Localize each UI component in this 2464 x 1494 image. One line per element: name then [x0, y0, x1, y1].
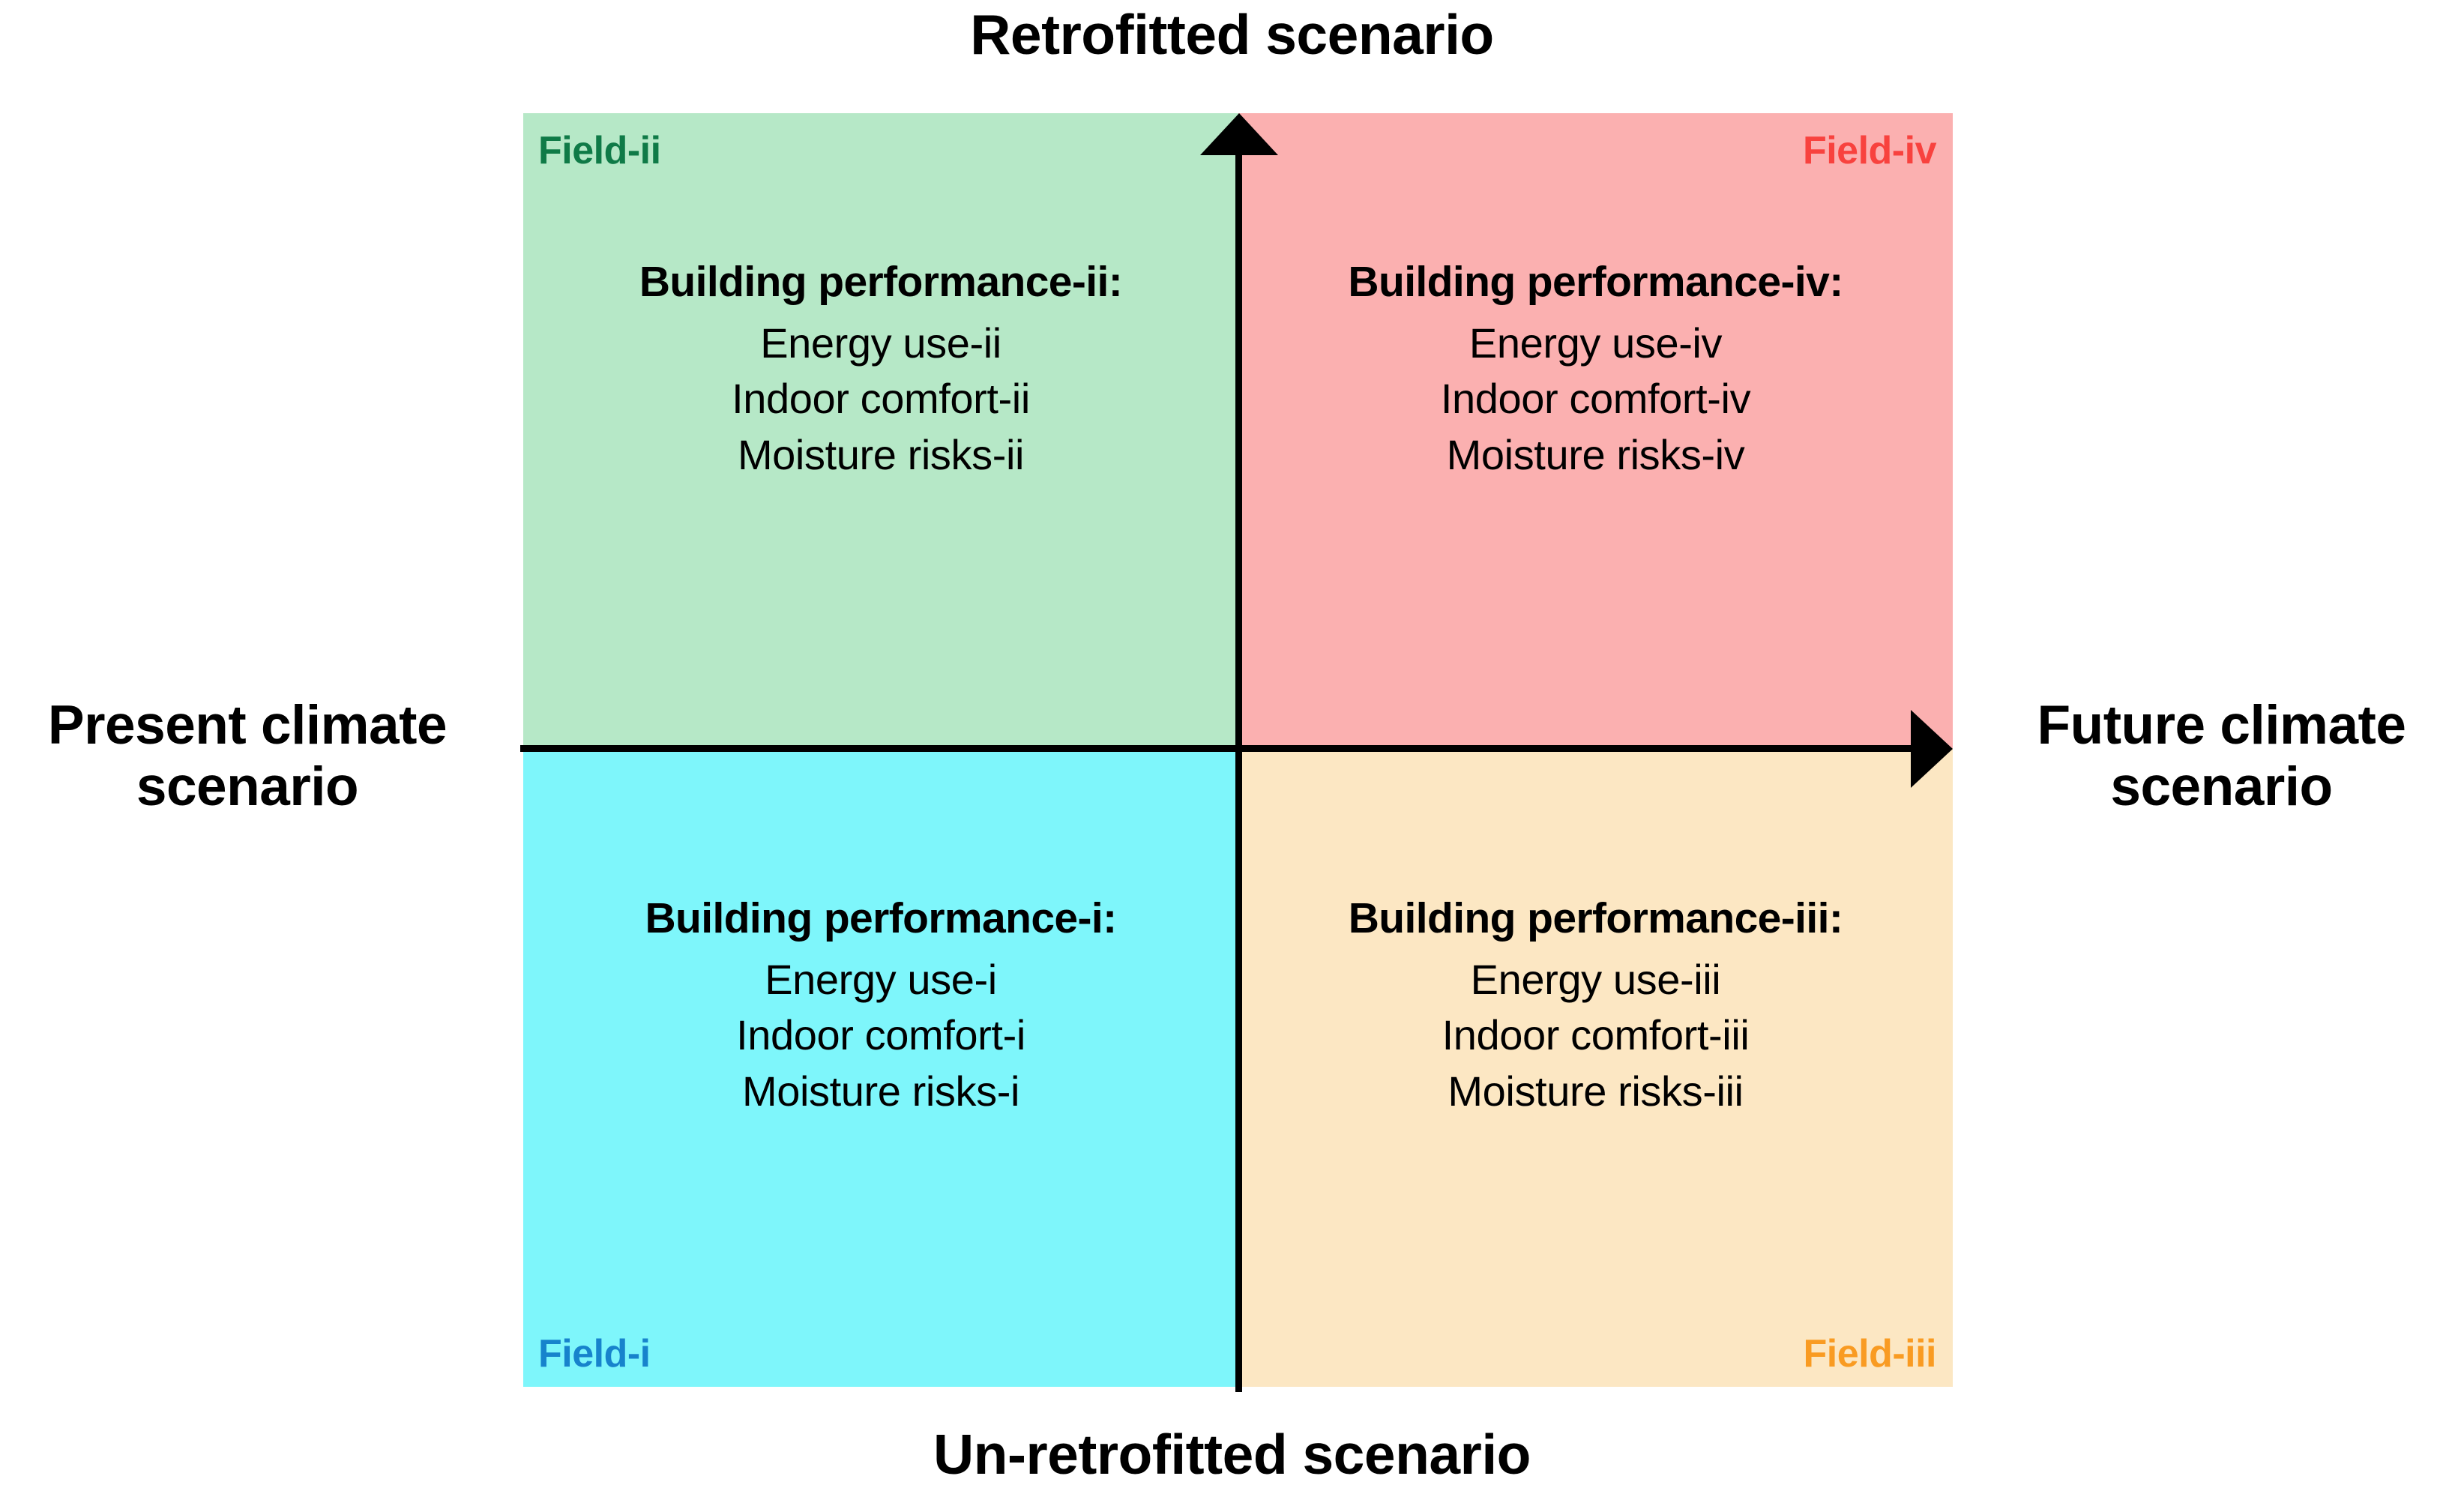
quadrant-field-iv: Field-iv Building performance-iv: Energy… [1238, 113, 1953, 748]
field-label-ii: Field-ii [538, 129, 661, 172]
quadrant-line-comfort-i: Indoor comfort-i [736, 1011, 1025, 1059]
vertical-axis-line [1235, 151, 1242, 1392]
axis-title-right-line1: Future climate [2037, 695, 2406, 756]
quadrant-line-energy-iii: Energy use-iii [1470, 955, 1721, 1003]
quadrant-field-i: Field-i Building performance-i: Energy u… [523, 748, 1238, 1387]
quadrant-heading-iii: Building performance-iii: [1348, 894, 1843, 942]
arrow-right-icon [1911, 710, 1953, 788]
axis-title-top: Retrofitted scenario [970, 3, 1494, 66]
field-label-iv: Field-iv [1802, 129, 1937, 172]
axis-title-right: Future climate scenario [1979, 695, 2464, 818]
quadrant-body-iii: Building performance-iii: Energy use-iii… [1238, 891, 1953, 1119]
field-label-iii: Field-iii [1803, 1332, 1937, 1376]
quadrant-heading-iv: Building performance-iv: [1348, 258, 1843, 306]
quadrant-line-moisture-ii: Moisture risks-ii [737, 430, 1025, 478]
quadrant-line-comfort-iii: Indoor comfort-iii [1442, 1011, 1750, 1059]
field-label-i: Field-i [538, 1332, 651, 1376]
axis-title-left-line1: Present climate [47, 695, 448, 756]
quadrant-heading-i: Building performance-i: [645, 894, 1117, 942]
quadrant-body-iv: Building performance-iv: Energy use-iv I… [1238, 254, 1953, 483]
quadrant-body-i: Building performance-i: Energy use-i Ind… [523, 891, 1238, 1119]
quadrant-line-energy-i: Energy use-i [765, 955, 997, 1003]
quadrant-heading-ii: Building performance-ii: [639, 258, 1123, 306]
axis-title-bottom: Un-retrofitted scenario [933, 1423, 1531, 1486]
quadrant-line-comfort-ii: Indoor comfort-ii [732, 375, 1030, 423]
quadrant-body-ii: Building performance-ii: Energy use-ii I… [523, 254, 1238, 483]
arrow-up-icon [1200, 113, 1278, 155]
quadrant-field-iii: Field-iii Building performance-iii: Ener… [1238, 748, 1953, 1387]
horizontal-axis-line [520, 745, 1924, 752]
quadrant-line-energy-ii: Energy use-ii [760, 319, 1001, 367]
quadrant-line-moisture-i: Moisture risks-i [741, 1067, 1020, 1115]
axis-title-right-line2: scenario [2110, 756, 2333, 817]
quadrant-line-comfort-iv: Indoor comfort-iv [1440, 375, 1751, 423]
quadrant-line-energy-iv: Energy use-iv [1469, 319, 1723, 367]
quadrant-line-moisture-iii: Moisture risks-iii [1448, 1067, 1744, 1115]
quadrant-grid: Field-ii Building performance-ii: Energy… [523, 113, 1953, 1387]
quadrant-field-ii: Field-ii Building performance-ii: Energy… [523, 113, 1238, 748]
axis-title-left-line2: scenario [136, 756, 359, 817]
quadrant-line-moisture-iv: Moisture risks-iv [1446, 430, 1745, 478]
axis-title-left: Present climate scenario [0, 695, 495, 818]
